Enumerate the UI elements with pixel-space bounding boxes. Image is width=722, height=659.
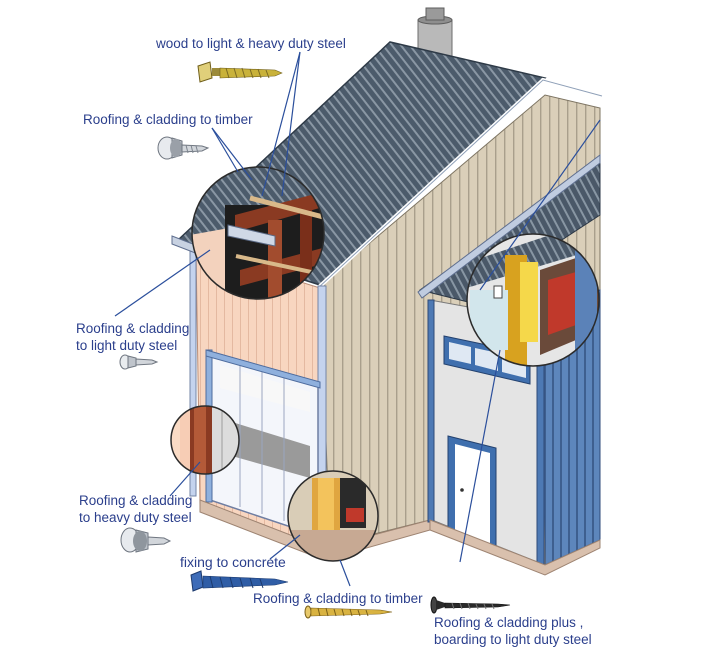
label-wood-to-steel: wood to light & heavy duty steel — [156, 36, 346, 51]
bugle-head-screw-black-icon — [430, 596, 511, 614]
self-drilling-screw-gold-icon — [197, 61, 283, 83]
label-fixing-to-concrete: fixing to concrete — [180, 554, 286, 570]
label-light-duty-steel-line1: Roofing & cladding — [76, 321, 190, 336]
hex-head-screw-grey-icon — [157, 136, 210, 160]
detail-annex-eave — [466, 233, 600, 367]
annex-building — [417, 153, 601, 576]
label-heavy-duty-steel: Roofing & cladding to heavy duty steel — [79, 492, 192, 526]
label-boarding-line1: Roofing & cladding plus , — [434, 615, 584, 630]
label-light-duty-steel: Roofing & cladding to light duty steel — [76, 320, 189, 354]
leader-lines — [114, 51, 601, 587]
label-roofing-to-timber-bottom: Roofing & cladding to timber — [253, 591, 423, 606]
label-heavy-duty-steel-line2: to heavy duty steel — [79, 510, 192, 525]
label-light-duty-steel-line2: to light duty steel — [76, 338, 178, 353]
label-boarding-to-light-steel: Roofing & cladding plus , boarding to li… — [434, 614, 592, 648]
label-roofing-to-timber-top: Roofing & cladding to timber — [83, 112, 253, 127]
label-heavy-duty-steel-line1: Roofing & cladding — [79, 493, 193, 508]
concrete-screw-blue-icon — [190, 570, 289, 592]
hex-head-screw-large-icon — [120, 527, 172, 553]
hex-head-screw-small-icon — [119, 354, 159, 370]
label-boarding-line2: boarding to light duty steel — [434, 632, 592, 647]
timber-screw-gold-icon — [304, 605, 393, 619]
chimney-flue — [417, 7, 453, 57]
